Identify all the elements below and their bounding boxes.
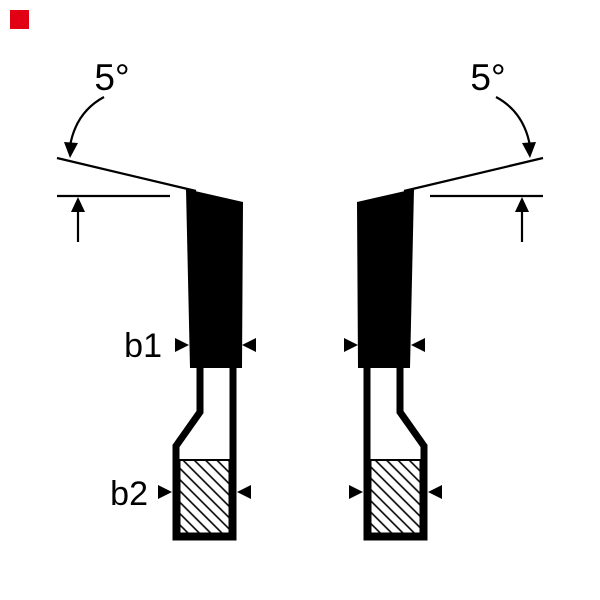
- brand-red-square: [10, 10, 29, 29]
- angle-value-right: 5°: [470, 57, 505, 98]
- b2-arrowhead-right-outer: [428, 485, 442, 499]
- angle-value-left: 5°: [94, 57, 129, 98]
- body-outline-left: [172, 365, 237, 541]
- b1-arrowhead-right-outer: [411, 338, 425, 352]
- b2-arrowhead-left-outer: [158, 485, 172, 499]
- up-arrowhead-left: [71, 197, 85, 212]
- b1-arrowhead-right-inner: [344, 338, 358, 352]
- bevel-line-left: [56, 156, 197, 193]
- b1-arrowhead-left-outer: [175, 338, 189, 352]
- angle-arrowhead-left: [64, 142, 78, 158]
- b2-arrowhead-left-inner: [237, 485, 251, 499]
- b1-arrowhead-left-inner: [242, 338, 256, 352]
- body-outline-right: [363, 365, 428, 541]
- tooth-left: [186, 189, 243, 368]
- tooth-right: [357, 189, 414, 368]
- bevel-line-right: [403, 156, 544, 193]
- angle-arrowhead-right: [522, 142, 536, 158]
- b2-arrowhead-right-inner: [349, 485, 363, 499]
- plate-section-hatch-right: [369, 459, 422, 535]
- right-tooth-figure: 5°: [344, 57, 544, 541]
- angle-curved-arrow-left: [68, 96, 105, 147]
- b1-label: b1: [124, 327, 162, 365]
- plate-section-hatch-left: [178, 459, 231, 535]
- angle-curved-arrow-right: [495, 96, 532, 147]
- b2-label: b2: [110, 475, 148, 513]
- up-arrowhead-right: [515, 197, 529, 212]
- left-tooth-figure: 5° b1 b2: [56, 57, 256, 541]
